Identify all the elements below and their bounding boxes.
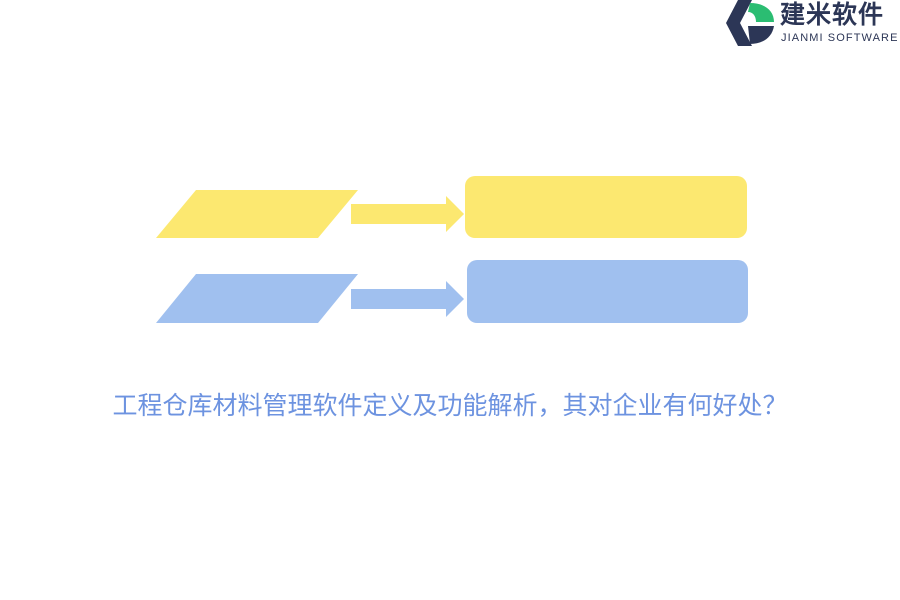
- logo-name-cn: 建米软件: [780, 0, 885, 29]
- jianmi-logo-icon: [726, 0, 774, 46]
- brand-logo: 建米软件 JIANMI SOFTWARE: [724, 0, 900, 48]
- arrow-right-icon-1: [351, 196, 464, 232]
- output-box-2: [467, 260, 748, 323]
- input-parallelogram-2: [156, 274, 358, 323]
- input-parallelogram-1: [156, 190, 358, 238]
- page-title: 工程仓库材料管理软件定义及功能解析，其对企业有何好处？: [112, 391, 788, 420]
- output-box-1: [465, 176, 747, 238]
- logo-name-en: JIANMI SOFTWARE: [781, 32, 899, 44]
- arrow-right-icon-2: [351, 281, 464, 317]
